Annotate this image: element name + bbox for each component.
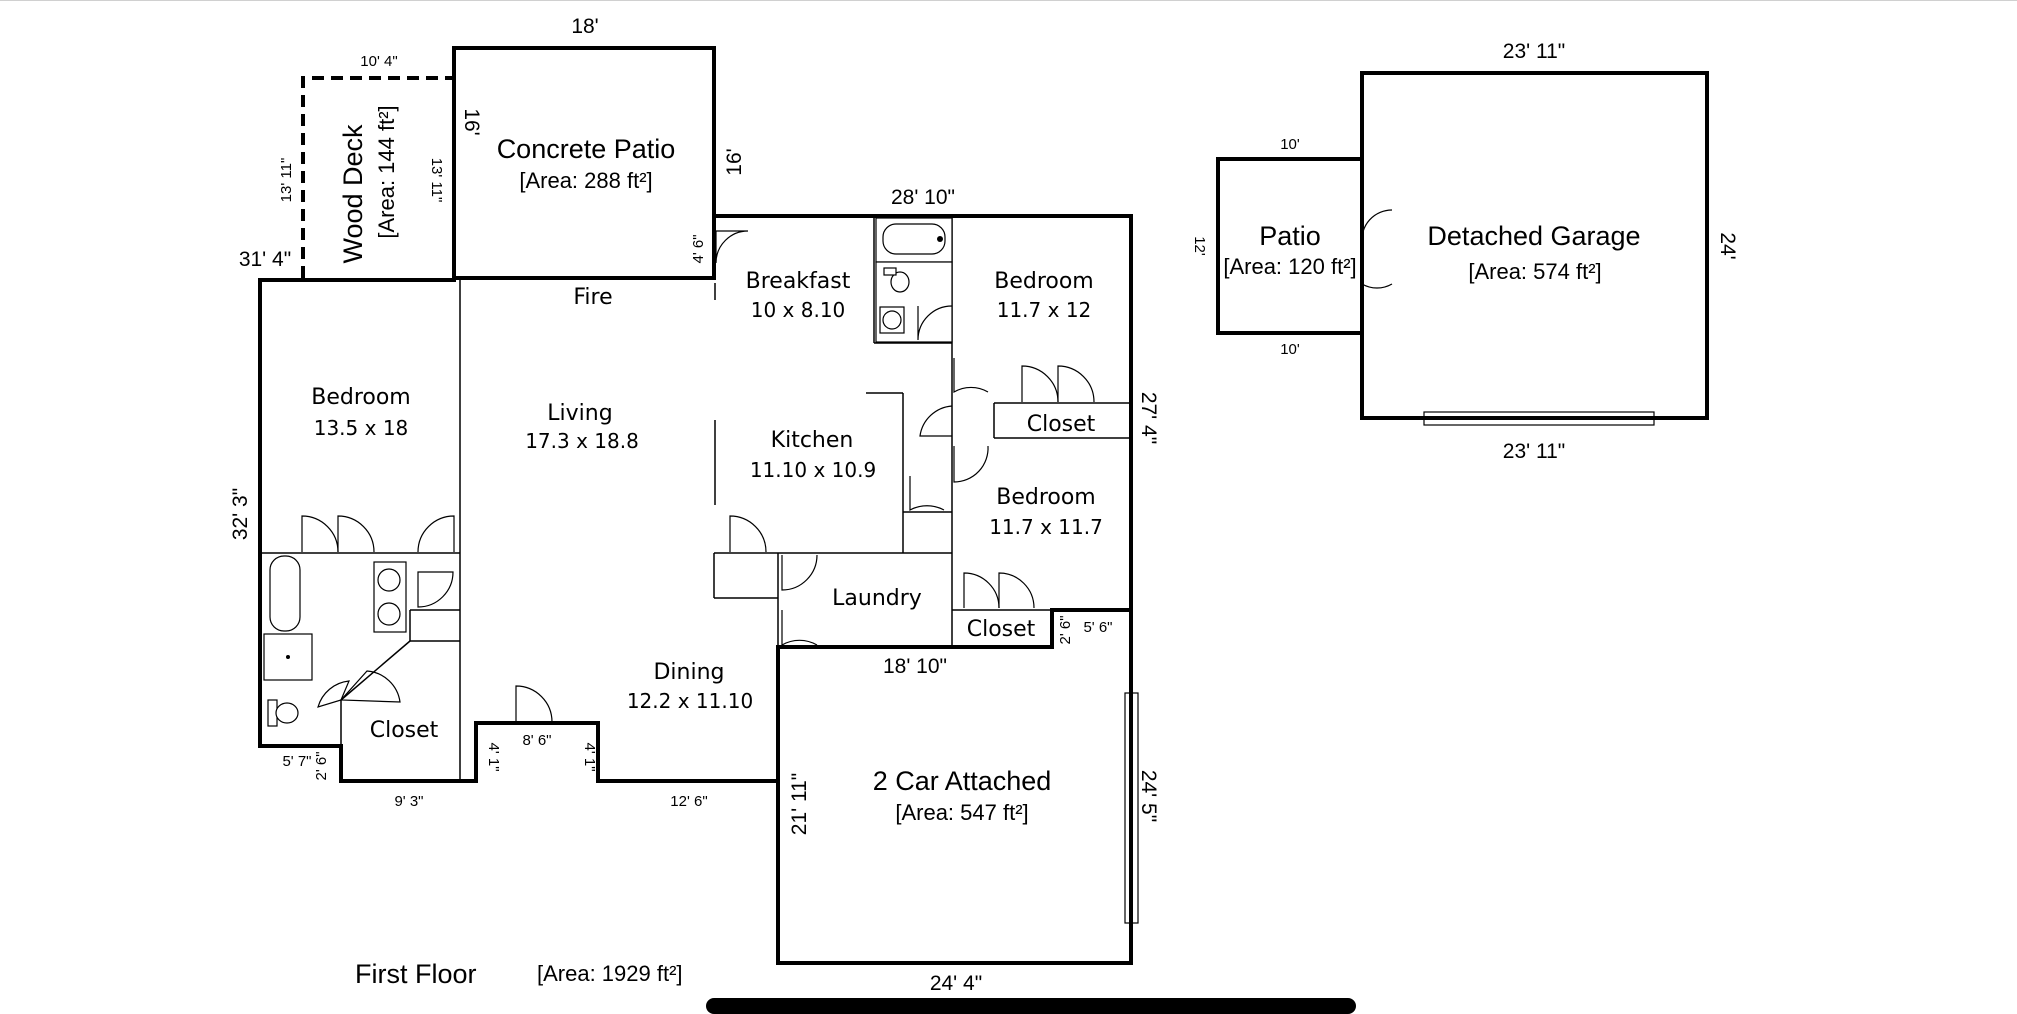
top-border xyxy=(0,0,2017,1)
dim-deck-top: 10' 4" xyxy=(360,53,397,70)
attached-garage-door xyxy=(1124,692,1139,924)
dim-deck-right: 13' 11" xyxy=(428,158,445,203)
patio-area: [Area: 120 ft²] xyxy=(1223,254,1356,279)
fixtures xyxy=(263,217,953,727)
dining-label: Dining xyxy=(653,660,724,685)
bedroom-w-dim: 13.5 x 18 xyxy=(314,416,409,440)
floor-title: First Floor xyxy=(355,959,477,989)
dim-house-west: 32' 3" xyxy=(229,488,252,540)
concrete-patio-outline xyxy=(452,46,716,280)
floor-area: [Area: 1929 ft²] xyxy=(537,961,683,986)
dim-garage-bottom: 24' 4" xyxy=(930,972,982,995)
dim-patio-left: 16' xyxy=(460,108,483,135)
dim-house-east: 27' 4" xyxy=(1137,392,1160,444)
dining-dim: 12.2 x 11.10 xyxy=(627,689,753,713)
concrete-patio-area: [Area: 288 ft²] xyxy=(519,168,652,193)
closet-w-label: Closet xyxy=(370,718,439,743)
dim-sw-b: 2' 6" xyxy=(313,751,330,780)
dim-dg-bottom: 23' 11" xyxy=(1503,440,1565,463)
bedroom-w-label: Bedroom xyxy=(311,385,411,410)
wood-deck-outline xyxy=(301,76,454,278)
kitchen-label: Kitchen xyxy=(771,428,854,453)
dim-patio2-top: 10' xyxy=(1280,136,1300,153)
attached-garage-label: 2 Car Attached xyxy=(873,766,1052,796)
dim-house-nw: 31' 4" xyxy=(239,248,291,271)
interior-walls xyxy=(260,216,1131,781)
closet-s-label: Closet xyxy=(967,617,1036,642)
living-dim: 17.3 x 18.8 xyxy=(525,429,639,453)
dim-garage-right: 24' 5" xyxy=(1137,770,1160,822)
dim-notch-a: 2' 6" xyxy=(1057,615,1074,644)
bedroom-se-label: Bedroom xyxy=(996,485,1096,510)
dim-notch-b: 5' 6" xyxy=(1083,619,1112,636)
detached-garage-area: [Area: 574 ft²] xyxy=(1468,259,1601,284)
dim-sw-g: 12' 6" xyxy=(670,793,707,810)
detached-garage-door xyxy=(1423,411,1655,426)
dim-dg-right: 24' xyxy=(1716,232,1739,259)
patio-label: Patio xyxy=(1259,221,1321,251)
dim-deck-left: 13' 11" xyxy=(278,158,295,203)
dim-patio2-left: 12' xyxy=(1191,236,1208,256)
kitchen-dim: 11.10 x 10.9 xyxy=(750,458,876,482)
living-label: Living xyxy=(547,401,612,426)
dim-garage-left: 21' 11" xyxy=(788,773,811,835)
dim-patio-step: 4' 6" xyxy=(690,234,707,263)
wood-deck-label: Wood Deck xyxy=(338,124,368,264)
dim-dg-top: 23' 11" xyxy=(1503,40,1565,63)
dim-sw-c: 9' 3" xyxy=(394,793,423,810)
bedroom-ne-label: Bedroom xyxy=(994,269,1094,294)
detached-garage-outline xyxy=(1360,71,1709,420)
dim-sw-e: 8' 6" xyxy=(522,732,551,749)
dim-house-top: 28' 10" xyxy=(891,186,955,209)
house-outline xyxy=(258,214,1133,783)
breakfast-label: Breakfast xyxy=(746,269,851,294)
closet-e-label: Closet xyxy=(1027,412,1096,437)
laundry-label: Laundry xyxy=(832,586,922,611)
fire-label: Fire xyxy=(573,285,612,310)
home-indicator-bar xyxy=(706,998,1356,1014)
dim-garage-top: 18' 10" xyxy=(883,655,947,678)
attached-garage-outline xyxy=(776,608,1133,965)
dim-sw-f: 4' 1" xyxy=(581,742,598,771)
dim-patio-top: 18' xyxy=(571,15,598,38)
bedroom-ne-dim: 11.7 x 12 xyxy=(997,298,1092,322)
dim-sw-d: 4' 1" xyxy=(485,742,502,771)
breakfast-dim: 10 x 8.10 xyxy=(751,298,846,322)
dim-sw-a: 5' 7" xyxy=(282,753,311,770)
wood-deck-area: [Area: 144 ft²] xyxy=(374,105,399,238)
dim-patio2-bottom: 10' xyxy=(1280,341,1300,358)
detached-garage-label: Detached Garage xyxy=(1427,221,1640,251)
concrete-patio-label: Concrete Patio xyxy=(497,134,676,164)
bedroom-se-dim: 11.7 x 11.7 xyxy=(989,515,1103,539)
door-swings xyxy=(301,209,1393,723)
dim-patio-right: 16' xyxy=(723,148,746,175)
attached-garage-area: [Area: 547 ft²] xyxy=(895,800,1028,825)
